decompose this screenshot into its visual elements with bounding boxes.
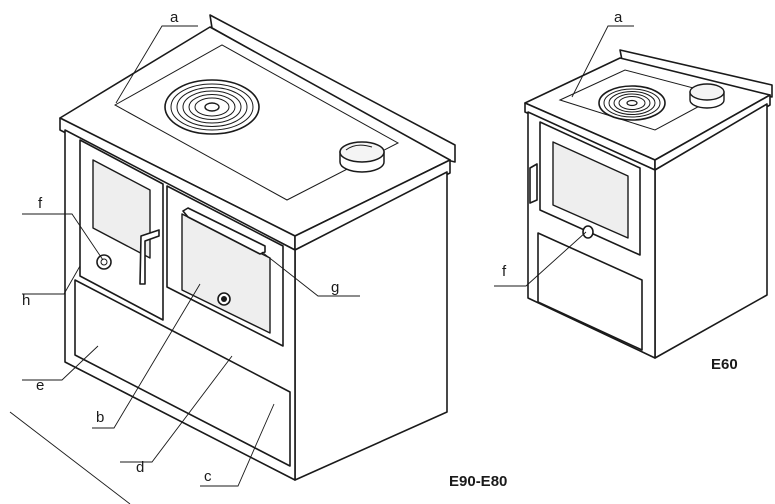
large-firebox-handle — [139, 229, 160, 285]
air-regulator-knob-center — [100, 258, 108, 266]
large-ash-drawer — [74, 279, 291, 467]
large-firebox-window — [92, 159, 151, 259]
label-a-small: a — [614, 9, 623, 26]
part-labels: a f h e b d c g a f — [22, 9, 623, 485]
small-door-handle — [529, 163, 538, 204]
label-b: b — [96, 409, 104, 426]
label-h: h — [22, 292, 30, 309]
leader-lines — [9, 25, 634, 504]
oven-thermometer-center — [221, 296, 227, 302]
label-f-large: f — [38, 195, 43, 212]
stove-large — [59, 14, 456, 481]
label-a-large: a — [170, 9, 179, 26]
label-f-small: f — [502, 263, 507, 280]
large-cooktop-inner — [113, 44, 400, 201]
large-top-side-edge — [294, 159, 451, 251]
large-plinth-line — [64, 361, 296, 481]
small-plinth-line — [527, 297, 656, 359]
small-flue-cap — [689, 83, 725, 109]
large-back-rail — [209, 14, 456, 163]
small-top-side-edge — [654, 94, 771, 171]
label-g: g — [331, 279, 339, 296]
model-caption-small: E60 — [711, 356, 738, 373]
air-regulator-knob-icon — [96, 254, 112, 270]
small-hotplate — [598, 85, 666, 121]
label-c: c — [204, 468, 212, 485]
large-flue-cap — [339, 141, 385, 173]
large-oven-handle — [182, 207, 266, 255]
label-d: d — [136, 459, 144, 476]
model-caption-large: E90-E80 — [449, 473, 507, 490]
stove-small — [524, 49, 773, 359]
small-ash-drawer — [537, 232, 643, 351]
large-hotplate — [164, 79, 260, 135]
small-firebox-window — [552, 141, 629, 239]
label-e: e — [36, 377, 44, 394]
small-air-regulator-icon — [582, 225, 594, 239]
